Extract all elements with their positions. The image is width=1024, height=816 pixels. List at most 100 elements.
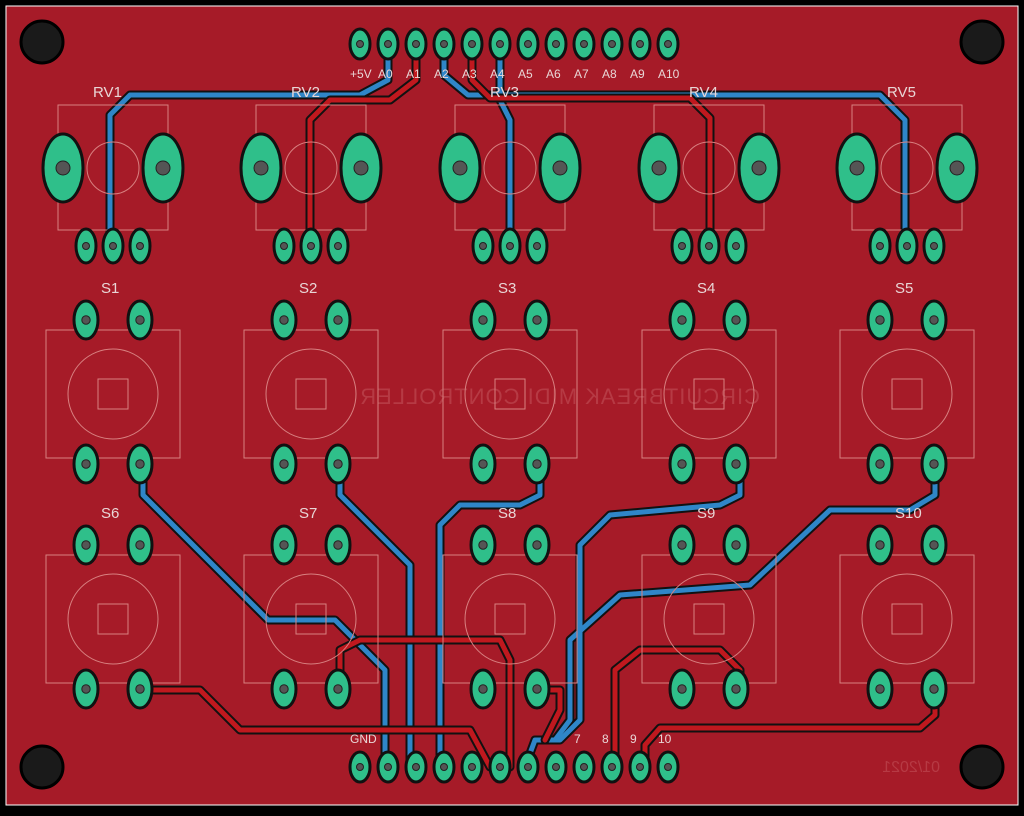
drill-hole	[751, 160, 767, 176]
potentiometer-rv3: RV3	[438, 84, 582, 265]
switch-s1: S1	[45, 280, 181, 485]
drill-hole	[155, 160, 171, 176]
switch-ref-label: S2	[299, 280, 317, 297]
drill-hole	[478, 684, 488, 694]
drill-hole	[876, 242, 884, 250]
switch-ref-label: S3	[498, 280, 516, 297]
drill-hole	[253, 160, 269, 176]
switch-ref-label: S10	[895, 505, 922, 522]
drill-hole	[533, 242, 541, 250]
switch-center-mark	[295, 603, 327, 635]
switch-s4: S4	[641, 280, 777, 485]
drill-hole	[532, 684, 542, 694]
drill-hole	[109, 242, 117, 250]
drill-hole	[552, 763, 560, 771]
drill-hole	[452, 160, 468, 176]
drill-hole	[356, 763, 364, 771]
mounting-hole	[19, 744, 65, 790]
drill-hole	[135, 684, 145, 694]
top-layer-traces	[140, 41, 938, 770]
switch-silk-outline	[442, 329, 578, 459]
switch-cap-outline	[663, 348, 755, 440]
switch-center-mark	[494, 378, 526, 410]
drill-hole	[496, 763, 504, 771]
switch-center-mark	[693, 603, 725, 635]
header-pin-label: A8	[602, 67, 617, 81]
switch-cap-outline	[464, 573, 556, 665]
drill-hole	[532, 540, 542, 550]
drill-hole	[731, 684, 741, 694]
switch-silk-outline	[641, 554, 777, 684]
drill-hole	[532, 459, 542, 469]
drill-hole	[135, 459, 145, 469]
switch-cap-outline	[464, 348, 556, 440]
header-pin-label: 8	[602, 732, 609, 746]
drill-hole	[333, 459, 343, 469]
switch-center-mark	[693, 378, 725, 410]
header-pin-label: A10	[658, 67, 680, 81]
drill-hole	[440, 40, 448, 48]
drill-hole	[552, 160, 568, 176]
switch-cap-outline	[67, 348, 159, 440]
drill-hole	[732, 242, 740, 250]
drill-hole	[82, 242, 90, 250]
switch-center-mark	[891, 603, 923, 635]
header-pin-label: GND	[350, 732, 377, 746]
header-pin-label: A6	[546, 67, 561, 81]
switch-s3: S3	[442, 280, 578, 485]
silk-title: CIRCUITBREAK MIDI CONTROLLER	[359, 384, 760, 409]
mounting-holes	[19, 19, 1005, 790]
switch-cap-outline	[861, 348, 953, 440]
mounting-hole	[19, 19, 65, 65]
drill-hole	[356, 40, 364, 48]
switch-silk-outline	[45, 329, 181, 459]
drill-hole	[580, 40, 588, 48]
header-pin-label: A1	[406, 67, 421, 81]
switch-ref-label: S5	[895, 280, 913, 297]
header-pin-label: 7	[574, 732, 581, 746]
drill-hole	[608, 763, 616, 771]
drill-hole	[636, 763, 644, 771]
switch-s9: S9	[641, 505, 777, 710]
header-pin-label: A5	[518, 67, 533, 81]
drill-hole	[506, 242, 514, 250]
drill-hole	[636, 40, 644, 48]
pot-ref-label: RV2	[291, 84, 320, 101]
switch-center-mark	[295, 378, 327, 410]
pot-shaft-outline	[880, 141, 934, 195]
switch-center-mark	[891, 378, 923, 410]
mounting-hole	[959, 744, 1005, 790]
drill-hole	[81, 315, 91, 325]
switch-ref-label: S6	[101, 505, 119, 522]
switch-s6: S6	[45, 505, 181, 710]
switch-cap-outline	[265, 348, 357, 440]
drill-hole	[677, 684, 687, 694]
pot-shaft-outline	[483, 141, 537, 195]
switch-cap-outline	[861, 573, 953, 665]
drill-hole	[875, 315, 885, 325]
drill-hole	[384, 40, 392, 48]
pot-shaft-outline	[86, 141, 140, 195]
drill-hole	[279, 684, 289, 694]
drill-hole	[136, 242, 144, 250]
drill-hole	[468, 763, 476, 771]
pot-ref-label: RV1	[93, 84, 122, 101]
header-pin-label: A9	[630, 67, 645, 81]
drill-hole	[930, 242, 938, 250]
drill-hole	[875, 684, 885, 694]
switch-center-mark	[97, 378, 129, 410]
drill-hole	[875, 540, 885, 550]
drill-hole	[664, 40, 672, 48]
drill-hole	[333, 684, 343, 694]
drill-hole	[903, 242, 911, 250]
header-pin-label: A7	[574, 67, 589, 81]
pot-shaft-outline	[284, 141, 338, 195]
drill-hole	[532, 315, 542, 325]
drill-hole	[135, 540, 145, 550]
drill-hole	[135, 315, 145, 325]
switch-s5: S5	[839, 280, 975, 485]
